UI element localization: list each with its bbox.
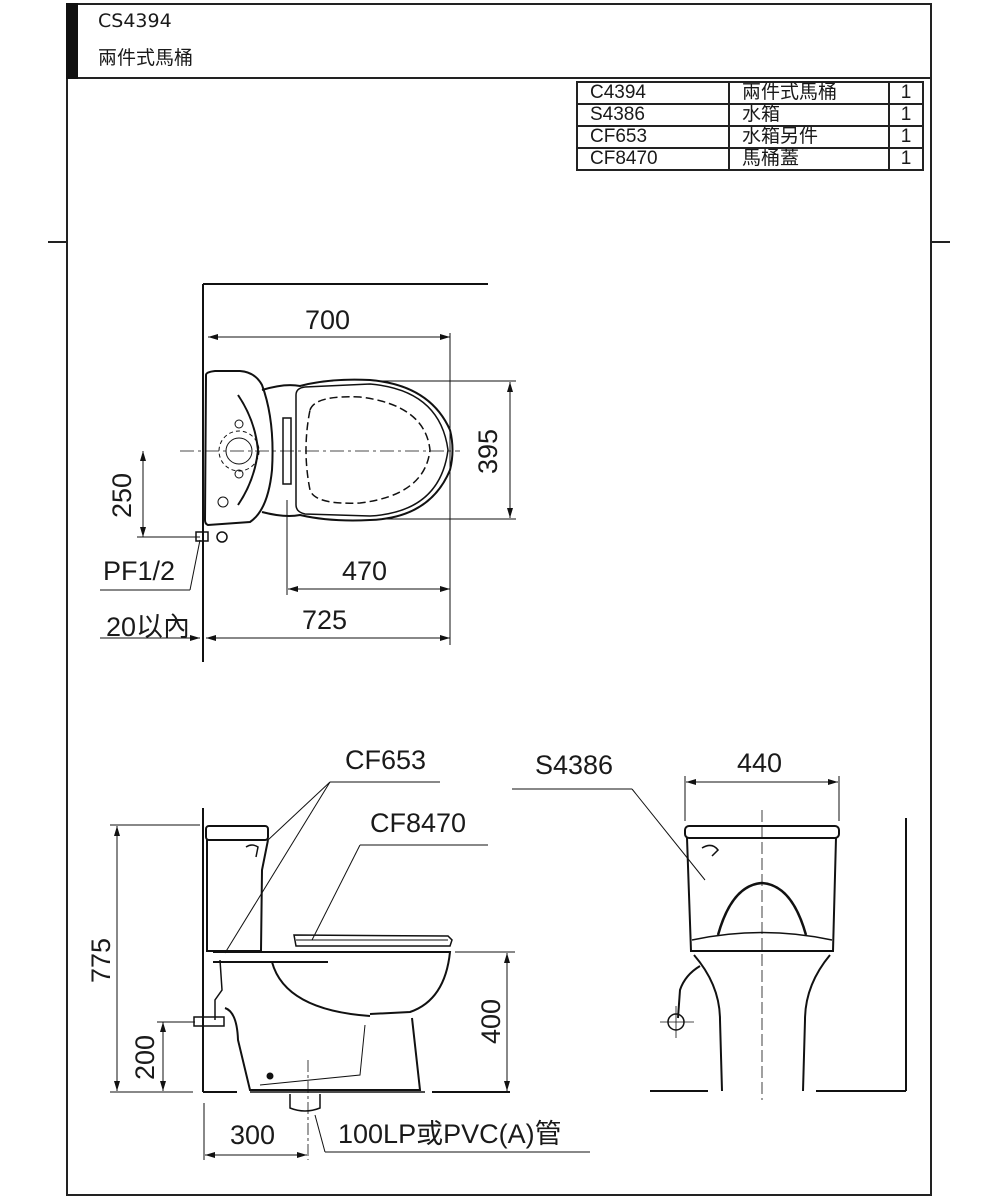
dim-725: 725 (302, 605, 348, 635)
side-view (110, 781, 590, 1160)
table-row: CF653 水箱另件 1 (576, 125, 924, 149)
part-name: 水箱另件 (728, 125, 890, 149)
part-qty: 1 (888, 125, 924, 149)
part-qty: 1 (888, 81, 924, 105)
part-code: S4386 (576, 103, 730, 127)
right-center-mark (932, 241, 950, 243)
dim-300: 300 (230, 1120, 276, 1150)
label-pf12: PF1/2 (103, 556, 176, 586)
table-row: CF8470 馬桶蓋 1 (576, 147, 924, 171)
title-block (66, 3, 932, 79)
dim-400: 400 (476, 998, 507, 1045)
dim-470: 470 (342, 556, 388, 586)
left-center-mark (48, 241, 66, 243)
label-cf653: CF653 (345, 745, 427, 775)
part-code: CF653 (576, 125, 730, 149)
part-qty: 1 (888, 147, 924, 171)
top-view (100, 283, 516, 662)
part-name: 水箱 (728, 103, 890, 127)
dim-20-within: 20以內 (106, 612, 191, 642)
part-name: 兩件式馬桶 (728, 81, 890, 105)
model-name: 兩件式馬桶 (98, 47, 194, 69)
table-row: S4386 水箱 1 (576, 103, 924, 127)
label-drain-pipe: 100LP或PVC(A)管 (338, 1119, 562, 1149)
model-code: CS4394 (98, 10, 172, 32)
part-code: C4394 (576, 81, 730, 105)
front-view (512, 776, 907, 1100)
label-cf8470: CF8470 (370, 808, 467, 838)
title-accent-bar (66, 3, 78, 79)
dim-200: 200 (130, 1034, 161, 1081)
dim-250: 250 (107, 472, 138, 519)
dim-395: 395 (473, 428, 504, 475)
drawing-frame (66, 3, 932, 1196)
parts-table: C4394 兩件式馬桶 1 S4386 水箱 1 CF653 水箱另件 1 CF… (576, 81, 924, 171)
dim-700: 700 (305, 305, 351, 335)
part-qty: 1 (888, 103, 924, 127)
dim-775: 775 (86, 937, 117, 984)
label-s4386: S4386 (535, 750, 614, 780)
dim-440: 440 (737, 748, 783, 778)
table-row: C4394 兩件式馬桶 1 (576, 81, 924, 105)
part-code: CF8470 (576, 147, 730, 171)
part-name: 馬桶蓋 (728, 147, 890, 171)
